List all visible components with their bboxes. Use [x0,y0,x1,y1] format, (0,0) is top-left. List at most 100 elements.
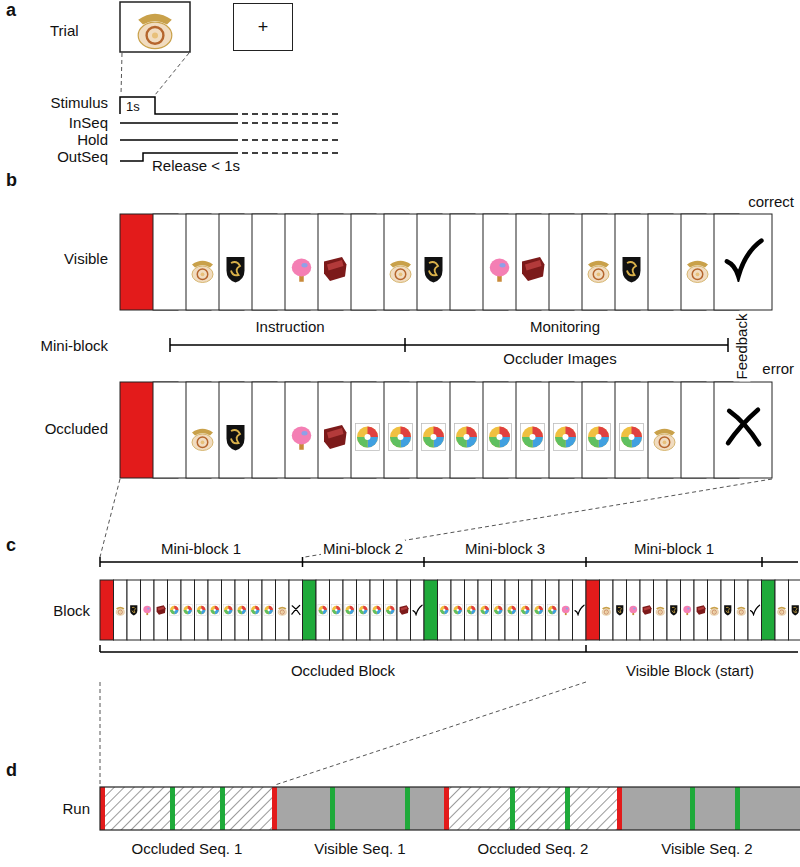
figure-label: correct [746,193,796,210]
phone-image [278,607,286,616]
screen-frame [222,580,236,640]
screen-frame [316,580,330,640]
occluder-image [345,605,355,616]
figure-label: 1s [125,99,141,114]
figure-label: Mini-block 2 [321,540,405,557]
screen-frame [586,580,600,640]
panel-letter: b [4,170,19,190]
fixation-cross: + [258,17,269,37]
phone-image [588,261,609,283]
phone-image [656,607,664,616]
miniblock-bracket [100,557,798,567]
phone-image [654,429,675,451]
run-outline [100,787,800,830]
cross-mark [728,410,759,445]
screen-frame [168,580,182,640]
visible-sequence [120,214,772,310]
screen-frame [343,580,357,640]
inseq-trace [120,122,232,124]
screen-frame [330,580,344,640]
figure-label: Stimulus [48,94,110,111]
panel-letter: d [4,760,19,780]
occluder-image [196,605,206,616]
screen-frame [721,580,735,640]
occluder-image [554,424,578,451]
occluder-image [264,605,274,616]
block-bracket [100,645,798,652]
screen-frame [411,580,425,640]
figure-label: Mini-block [38,337,110,354]
occluder-image [210,605,220,616]
screen-frame [114,580,128,640]
occluder-image [521,424,545,451]
screen-frame [627,580,641,640]
screen-frame [424,580,438,640]
screen-frame [492,580,506,640]
phone-image [138,14,172,49]
figure-label: Hold [75,131,110,148]
dragon-image [227,257,245,283]
stimulus-trace [120,97,232,114]
screen-frame [451,580,465,640]
zoom-line [100,682,586,785]
figure-label: Visible Seq. 2 [659,840,754,857]
screen-frame [532,580,546,640]
check-mark [727,241,762,277]
visible-run [275,787,447,830]
figure-label: OutSeq [55,148,110,165]
occluder-image [372,605,382,616]
occluder-image [520,605,530,616]
screen-frame [714,382,772,478]
red-object-image [643,605,652,615]
screen-frame [100,580,114,640]
check-mark [413,605,422,614]
miniblock-marker [565,787,570,830]
occluder-image [547,605,557,616]
miniblock-marker [510,787,515,830]
phone-image [116,607,124,616]
screen-frame [384,580,398,640]
pink-image [143,606,151,615]
occluder-image [620,424,644,451]
screen-frame [397,580,411,640]
phone-image [737,607,745,616]
dragon-image [724,605,731,615]
screen-frame [667,580,681,640]
pink-image [292,427,312,450]
miniblock-marker [735,787,740,830]
screen-frame [708,580,722,640]
pink-image [490,259,510,282]
figure-label: Mini-block 3 [463,540,547,557]
miniblock-marker [220,787,225,830]
dragon-image [616,605,623,615]
screen-frame [478,580,492,640]
check-mark [575,605,584,614]
figure-label: Occluded Seq. 1 [130,840,245,857]
dragon-image [227,425,245,451]
screen-frame [573,580,587,640]
phone-image [602,607,610,616]
screen-frame [141,580,155,640]
figure-label: Mini-block 1 [632,540,716,557]
red-object-image [324,425,347,449]
start-marker [617,787,622,830]
screen-frame [640,580,654,640]
screen-box: + [233,3,293,51]
occluder-image [493,605,503,616]
screen-frame [438,580,452,640]
occluder-image [358,605,368,616]
screen-frame [600,580,614,640]
trace-continue [232,139,340,141]
screen-frame [613,580,627,640]
run-markers [100,787,740,830]
occluder-image [237,605,247,616]
figure-label: Mini-block 1 [159,540,243,557]
visible-run [620,787,800,830]
dragon-image [670,605,677,615]
miniblock-marker [405,787,410,830]
occluder-image [455,424,479,451]
screen-frame [181,580,195,640]
figure-label: Occluded [43,420,110,437]
